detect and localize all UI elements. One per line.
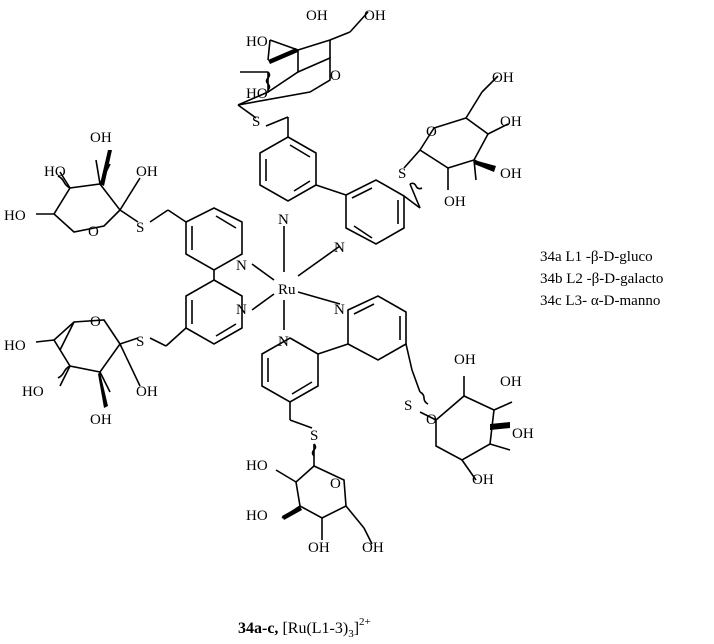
atom-label: N [278, 334, 289, 350]
atom-label: OH [500, 166, 522, 182]
atom-label: HO [22, 384, 44, 400]
caption-charge: 2+ [359, 616, 371, 628]
atom-labels: OH OH HO O HO S OH O OH OH S OH OH HO OH… [4, 8, 534, 556]
atom-label: N [334, 240, 345, 256]
atom-label: O [426, 124, 437, 140]
bipyridine-ligands [185, 136, 407, 403]
atom-label: OH [500, 374, 522, 390]
atom-label: OH [136, 164, 158, 180]
pyranose-ring [435, 395, 495, 461]
atom-label: S [252, 114, 260, 130]
atom-label: O [90, 314, 101, 330]
atom-label: OH [454, 352, 476, 368]
atom-label: OH [90, 412, 112, 428]
atom-label: HO [246, 508, 268, 524]
coordination-bonds [251, 226, 341, 330]
atom-label: HO [246, 458, 268, 474]
legend: 34a L1 -β-D-gluco 34b L2 -β-D-galacto 34… [540, 249, 663, 309]
atom-label: O [330, 68, 341, 84]
pyridine-ring [185, 279, 243, 345]
atom-label: OH [136, 384, 158, 400]
pyridine-ring [185, 207, 243, 271]
pyranose-ring [295, 465, 347, 519]
atom-label: OH [492, 70, 514, 86]
atom-label: OH [500, 114, 522, 130]
thioether-linkers [119, 104, 437, 466]
atom-label: OH [512, 426, 534, 442]
atom-label: N [278, 212, 289, 228]
atom-label: OH [472, 472, 494, 488]
caption-bracket: ] [354, 620, 359, 637]
pyridine-ring [345, 179, 405, 245]
pyranose-ring [52, 183, 122, 233]
legend-item-34b: 34b L2 -β-D-galacto [540, 271, 663, 287]
sugar-rings [35, 11, 513, 545]
wavy-bonds [57, 71, 429, 457]
atom-label: O [426, 412, 437, 428]
atom-label: O [88, 224, 99, 240]
atom-label: HO [4, 338, 26, 354]
atom-label: OH [362, 540, 384, 556]
caption-formula: [Ru(L1-3) [282, 620, 348, 637]
atom-label: HO [246, 34, 268, 50]
pyranose-ring [52, 319, 121, 373]
atom-label: S [398, 166, 406, 182]
atom-label: HO [246, 86, 268, 102]
legend-item-34a: 34a L1 -β-D-gluco [540, 249, 653, 265]
figure-caption: 34a-c, [Ru(L1-3)3]2+ [238, 616, 371, 639]
atom-label: OH [306, 8, 328, 24]
atom-label: N [334, 302, 345, 318]
atom-label: N [236, 302, 247, 318]
atom-label: OH [444, 194, 466, 210]
legend-item-34c: 34c L3- α-D-manno [540, 293, 660, 309]
atom-label: HO [44, 164, 66, 180]
atom-label: S [136, 220, 144, 236]
ruthenium-label: Ru [278, 282, 296, 298]
atom-label: OH [308, 540, 330, 556]
caption-subscript: 3 [348, 628, 354, 639]
atom-label: N [236, 258, 247, 274]
pyridine-ring [259, 136, 317, 202]
atom-label: S [404, 398, 412, 414]
pyridine-ring [261, 337, 319, 403]
atom-label: HO [4, 208, 26, 224]
atom-label: O [330, 476, 341, 492]
caption-compound-ids: 34a-c, [238, 620, 278, 637]
atom-label: OH [90, 130, 112, 146]
atom-label: S [310, 428, 318, 444]
atom-label: S [136, 334, 144, 350]
pyridine-ring [347, 295, 407, 361]
atom-label: OH [364, 8, 386, 24]
